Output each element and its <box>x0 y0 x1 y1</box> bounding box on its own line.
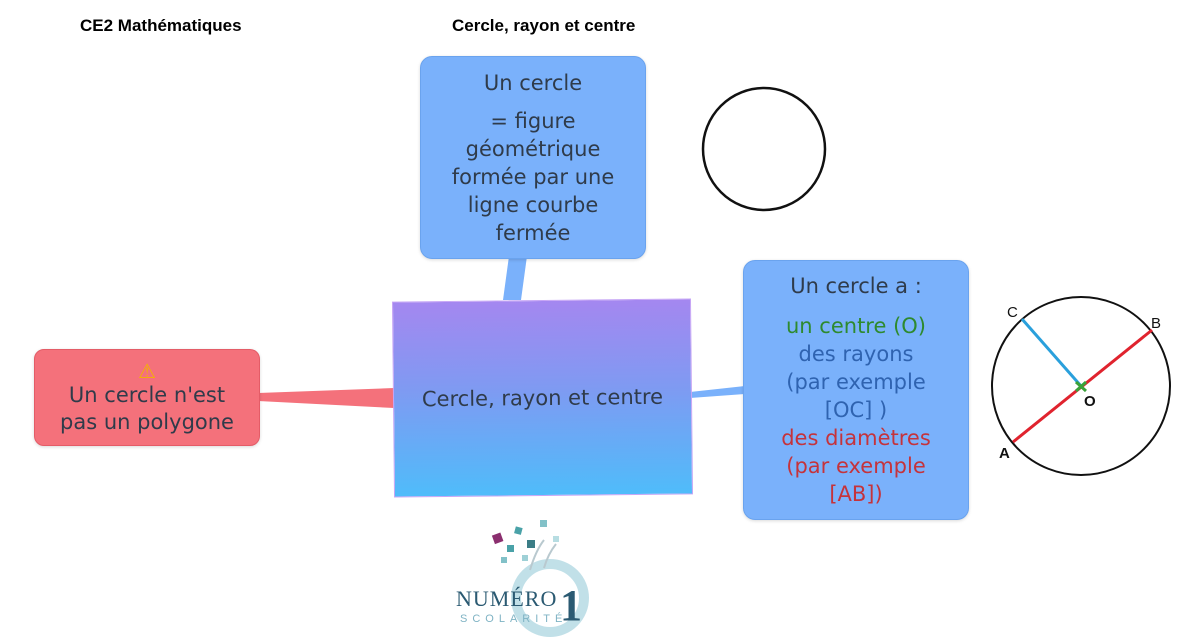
definition-node[interactable]: Un cercle = figure géométrique formée pa… <box>420 56 646 259</box>
rayons-example: [OC] ) <box>824 398 888 422</box>
definition-line: formée par une <box>451 164 615 189</box>
logo-tagline: SCOLARITÉ <box>460 612 567 625</box>
point-a-label: A <box>999 445 1010 462</box>
subject-title: CE2 Mathématiques <box>80 16 242 35</box>
topic-title: Cercle, rayon et centre <box>452 16 636 35</box>
central-node[interactable]: Cercle, rayon et centre <box>391 298 694 498</box>
diametres-example: (par exemple <box>786 454 926 478</box>
connector-definition <box>503 256 527 300</box>
warning-node[interactable]: ⚠ Un cercle n'est pas un polygone <box>34 349 260 446</box>
point-o-label: O <box>1084 393 1096 410</box>
connector-warning <box>258 388 394 408</box>
centre-text: un centre (O) <box>786 314 926 338</box>
diametres-example: [AB]) <box>829 482 883 506</box>
point-c-label: C <box>1007 304 1018 321</box>
properties-node[interactable]: Un cercle a : un centre (O) des rayons (… <box>743 260 969 520</box>
definition-line: géométrique <box>465 136 601 161</box>
definition-title: Un cercle <box>483 70 583 95</box>
rayons-example: (par exemple <box>786 370 926 394</box>
logo-name: NUMÉRO <box>456 586 557 611</box>
radius-oc <box>1020 318 1083 387</box>
warning-line: Un cercle n'est <box>68 382 226 407</box>
numero1-logo: NUMÉRO 1 SCOLARITÉ <box>456 520 589 637</box>
definition-line: = figure <box>490 108 576 133</box>
definition-line: ligne courbe <box>467 192 599 217</box>
connector-properties <box>690 386 745 398</box>
point-b-label: B <box>1151 315 1161 332</box>
rayons-text: des rayons <box>798 342 914 366</box>
plain-circle-figure <box>701 86 827 212</box>
warning-line: pas un polygone <box>60 409 234 434</box>
diametres-text: des diamètres <box>781 426 931 450</box>
definition-line: fermée <box>495 220 571 245</box>
logo-number: 1 <box>560 581 582 630</box>
warning-icon: ⚠ <box>138 358 156 383</box>
properties-title: Un cercle a : <box>790 274 922 298</box>
circle-diagram: C B O A <box>991 296 1171 476</box>
central-node-label: Cercle, rayon et centre <box>421 384 664 412</box>
